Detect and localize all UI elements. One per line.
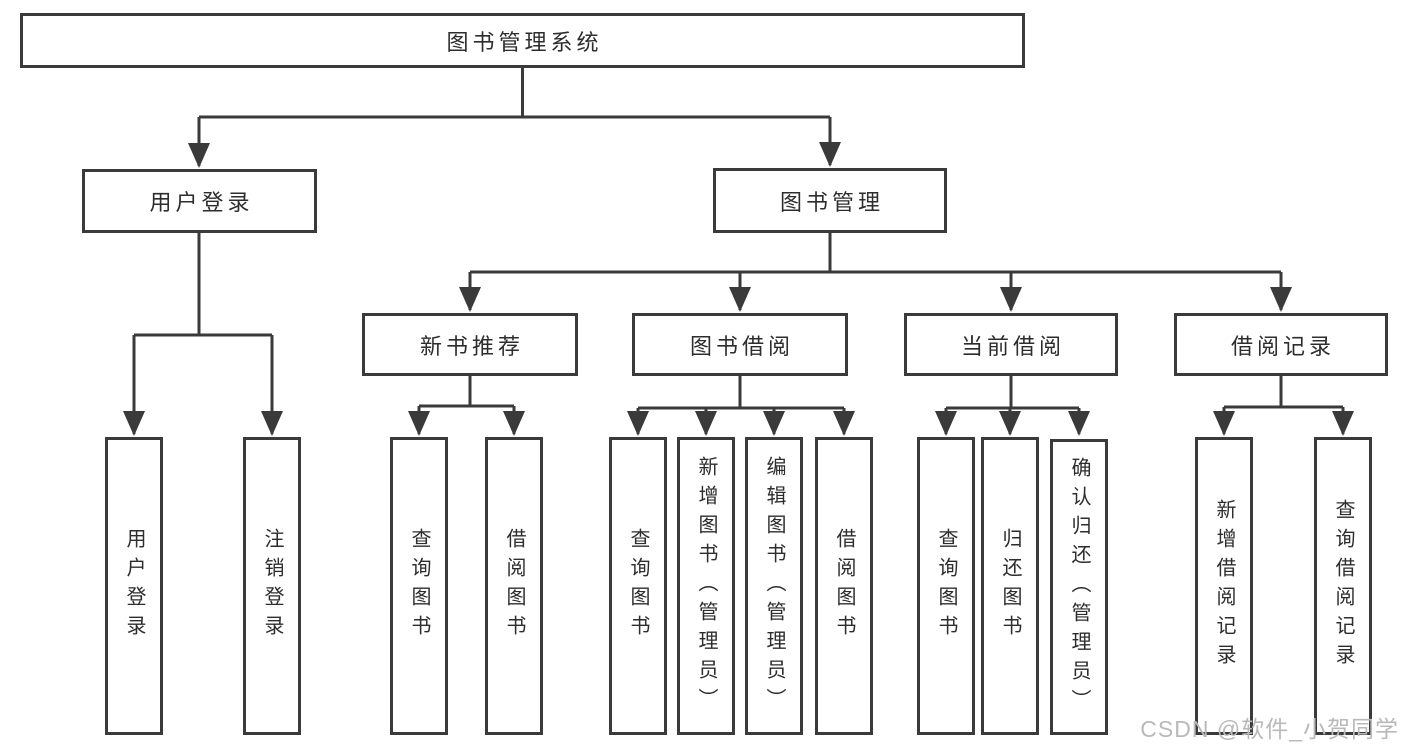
leaf-label: 新增图书（管理员） <box>695 455 717 717</box>
leaf-edit-books-admin: 编辑图书（管理员） <box>745 437 803 735</box>
leaf-label: 用户登录 <box>123 528 145 644</box>
node-library-management-system: 图书管理系统 <box>20 13 1025 68</box>
leaf-label: 查询图书 <box>627 528 649 644</box>
csdn-watermark: CSDN @软件_小贺同学 <box>1140 716 1399 742</box>
leaf-label: 归还图书 <box>999 528 1021 644</box>
node-book-borrow: 图书借阅 <box>632 313 848 376</box>
leaf-label: 编辑图书（管理员） <box>763 455 785 717</box>
leaf-query-books-recommend: 查询图书 <box>390 437 448 735</box>
node-current-borrow: 当前借阅 <box>904 313 1118 376</box>
node-label: 图书借阅 <box>689 333 794 359</box>
node-label: 新书推荐 <box>419 333 524 359</box>
leaf-label: 注销登录 <box>261 528 283 644</box>
leaf-label: 查询借阅记录 <box>1332 499 1354 673</box>
leaf-borrow-books: 借阅图书 <box>815 437 873 735</box>
leaf-label: 借阅图书 <box>503 528 525 644</box>
leaf-label: 查询图书 <box>935 528 957 644</box>
leaf-add-borrow-record: 新增借阅记录 <box>1195 437 1253 735</box>
node-new-book-recommend: 新书推荐 <box>362 313 578 376</box>
leaf-label: 借阅图书 <box>833 528 855 644</box>
leaf-confirm-return-admin: 确认归还（管理员） <box>1050 439 1108 735</box>
connector-lines <box>132 68 1345 434</box>
node-label: 当前借阅 <box>960 333 1065 359</box>
leaf-return-books: 归还图书 <box>981 437 1039 735</box>
leaf-label: 查询图书 <box>408 528 430 644</box>
node-borrow-records: 借阅记录 <box>1174 313 1388 376</box>
leaf-user-login: 用户登录 <box>105 437 163 735</box>
node-label: 用户登录 <box>149 190 254 215</box>
leaf-borrow-books-recommend: 借阅图书 <box>485 437 543 735</box>
node-label: 图书管理 <box>779 189 884 215</box>
node-label: 借阅记录 <box>1230 333 1335 359</box>
leaf-label: 确认归还（管理员） <box>1068 456 1090 718</box>
leaf-query-books-current: 查询图书 <box>917 437 975 735</box>
node-label: 图书管理系统 <box>446 29 603 55</box>
leaf-add-books-admin: 新增图书（管理员） <box>677 437 735 735</box>
leaf-logout: 注销登录 <box>243 437 301 735</box>
leaf-label: 新增借阅记录 <box>1213 499 1235 673</box>
leaf-query-books-borrow: 查询图书 <box>609 437 667 735</box>
node-book-management: 图书管理 <box>713 168 947 233</box>
node-user-login: 用户登录 <box>82 169 317 233</box>
leaf-query-borrow-record: 查询借阅记录 <box>1314 437 1372 735</box>
